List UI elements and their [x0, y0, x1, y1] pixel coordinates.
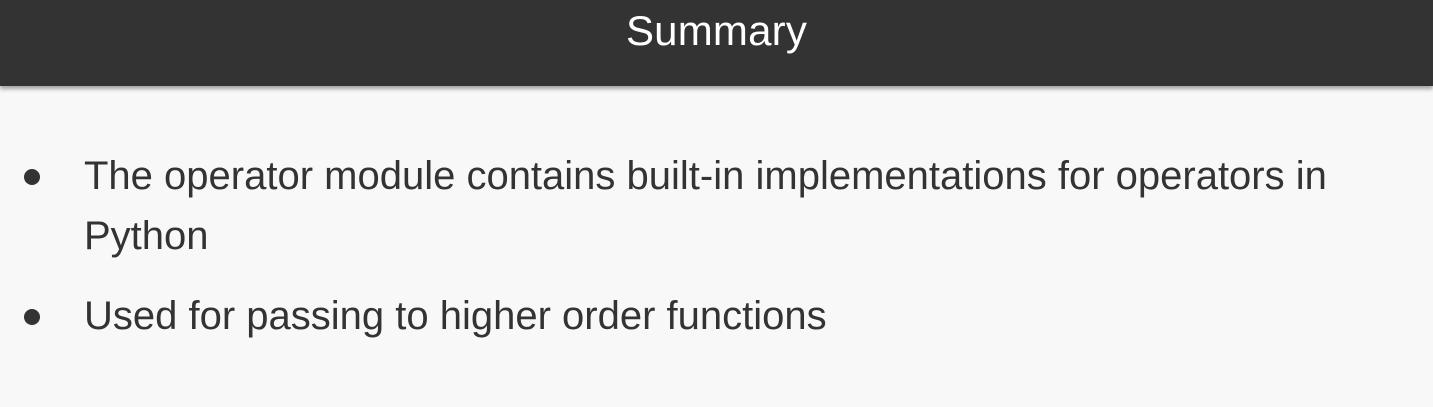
bullet-item: Used for passing to higher order functio…	[0, 286, 1433, 346]
bullet-dot-icon	[24, 169, 40, 185]
bullet-text: Used for passing to higher order functio…	[84, 294, 827, 338]
slide-title: Summary	[625, 7, 808, 54]
bullet-dot-icon	[24, 309, 40, 325]
bullet-list: The operator module contains built-in im…	[0, 146, 1433, 366]
title-bar: Summary	[0, 0, 1433, 86]
bullet-item: The operator module contains built-in im…	[0, 146, 1433, 266]
bullet-text: The operator module contains built-in im…	[84, 154, 1327, 258]
